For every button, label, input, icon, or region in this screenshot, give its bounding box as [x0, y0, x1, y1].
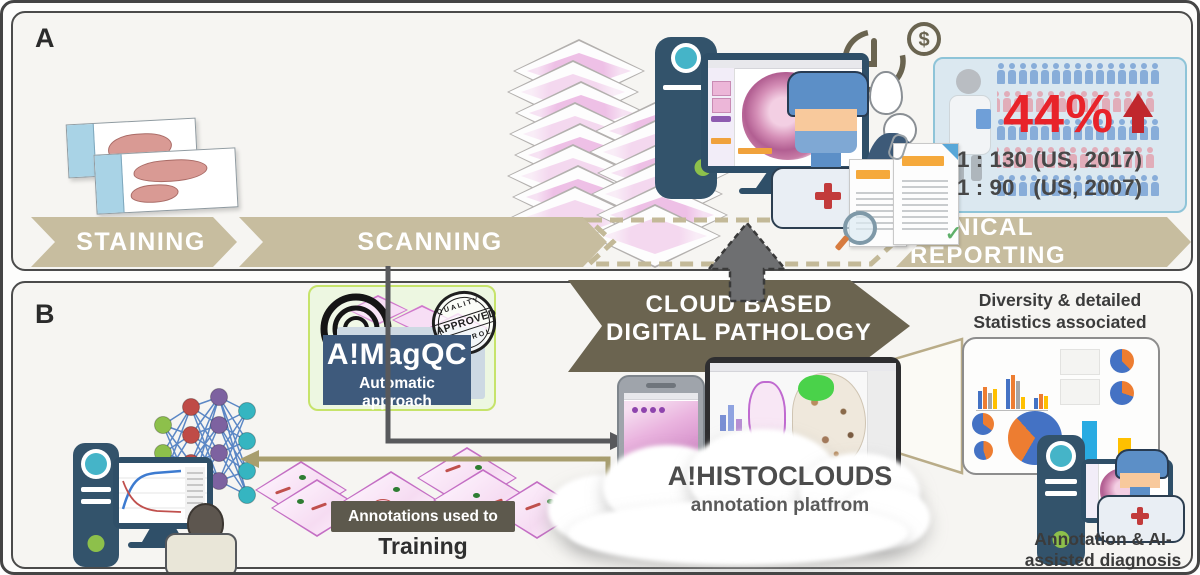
- medical-cross-icon: [1131, 507, 1149, 525]
- tissue-blob: [132, 157, 208, 184]
- workflow-step-staining: STAINING: [31, 217, 237, 267]
- dollar-icon: $: [918, 29, 929, 51]
- green-annotation-blob: [798, 375, 834, 401]
- slide-label-cap: [66, 123, 97, 178]
- check-icon: ✓: [945, 223, 962, 245]
- diversity-caption: Diversity & detailed Statistics associat…: [953, 289, 1167, 333]
- panel-a-label: A: [35, 23, 55, 53]
- up-arrow-icon: [1121, 93, 1155, 137]
- stamp-top-text: QUALITY: [436, 296, 481, 317]
- cloud-arrow-line2: DIGITAL PATHOLOGY: [606, 319, 872, 346]
- qc-title-box: A!MagQC Automatic approach: [323, 335, 471, 410]
- glass-slide: [93, 147, 239, 215]
- population-crowd-icon: [997, 63, 1181, 205]
- annotations-note-box: Annotations used to train: [331, 501, 515, 556]
- ratio-2017: 1 : 130 (US, 2017): [957, 147, 1143, 172]
- slide-label-cap: [94, 154, 125, 214]
- training-label: Training: [378, 533, 468, 559]
- qc-name: A!MagQC: [326, 338, 468, 371]
- pathologist-icon-small: [1097, 449, 1185, 543]
- sweat-drop-icon: [869, 71, 903, 115]
- panel-b: B QUALITY APPROVED CONTROL A!MagQC Autom…: [11, 280, 1193, 572]
- panel-a: A: [11, 11, 1193, 271]
- mini-pie-chart: [1110, 381, 1134, 405]
- diagnosis-line2: assisted diagnosis: [1024, 550, 1182, 570]
- ratio-2007: 1 : 90 (US, 2007): [957, 175, 1143, 200]
- mini-pie-chart: [972, 413, 994, 435]
- diagnosis-computer-tower: [1037, 435, 1085, 565]
- platform-name: A!HISTOCLOUDS: [667, 461, 893, 491]
- qc-subtitle: Automatic approach: [359, 375, 435, 410]
- magnifier-icon: [834, 211, 877, 252]
- diagnosis-caption: Annotation & AI- assisted diagnosis: [1015, 529, 1191, 571]
- mini-pie-chart: [1110, 349, 1134, 373]
- trainee-person-icon: [165, 503, 237, 572]
- workload-stats-box: 44% 1 : 130 (US, 2017) 1 : 90 (US, 2007): [933, 57, 1187, 213]
- training-computer-tower: [73, 443, 119, 567]
- qc-module-box: QUALITY APPROVED CONTROL A!MagQC Automat…: [308, 282, 505, 411]
- percent-increase: 44%: [1003, 84, 1115, 144]
- scanning-label: SCANNING: [357, 227, 503, 256]
- diversity-line2: Statistics associated: [973, 312, 1147, 332]
- diagnosis-line1: Annotation & AI-: [1034, 529, 1172, 549]
- report-documents: ✓: [834, 131, 963, 252]
- pathologist-icon: [771, 69, 925, 229]
- staining-label: STAINING: [76, 227, 206, 256]
- cloud-icon: A!HISTOCLOUDS annotation platfrom: [548, 423, 930, 572]
- tissue-blob: [130, 183, 180, 204]
- diversity-line1: Diversity & detailed: [978, 290, 1142, 310]
- document-page: [886, 132, 959, 245]
- workflow-step-scanning: SCANNING: [239, 217, 607, 267]
- medical-cross-icon: [815, 183, 841, 209]
- cloud-arrow-line1: CLOUD BASED: [645, 291, 833, 318]
- panel-b-label: B: [35, 299, 55, 329]
- mini-pie-chart: [974, 441, 993, 460]
- platform-subtitle: annotation platfrom: [690, 495, 870, 516]
